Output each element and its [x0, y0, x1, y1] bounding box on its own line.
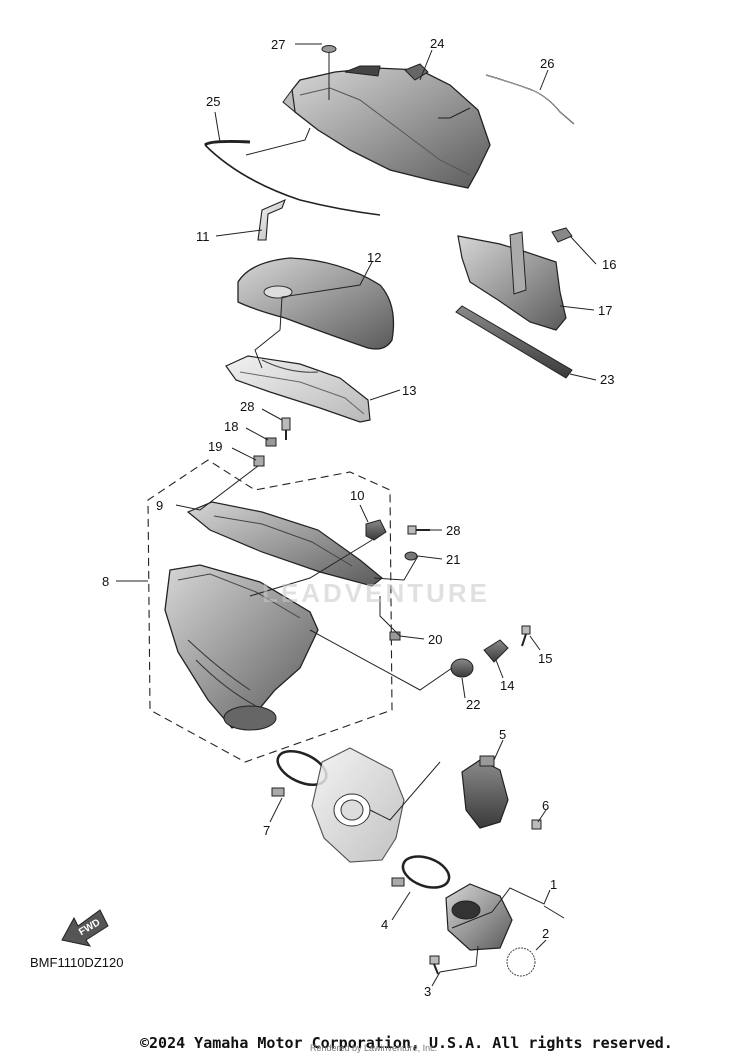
- part-14-sensor: [483, 639, 509, 663]
- callout-8: 8: [102, 574, 109, 589]
- callout-17: 17: [598, 303, 612, 318]
- callout-27: 27: [271, 37, 285, 52]
- part-26-cable: [485, 74, 575, 125]
- part-4-clamp: [391, 855, 451, 889]
- callout-labels: 27 24 26 25 11 12 16 17 23 13 28 18 19 1…: [102, 36, 616, 999]
- callout-28-lower: 28: [446, 523, 460, 538]
- callout-11: 11: [196, 229, 210, 244]
- copyright-notice: ©2024 Yamaha Motor Corporation, U.S.A. A…: [140, 1034, 673, 1052]
- part-9-frame: [186, 501, 383, 587]
- fwd-arrow-icon: FWD: [61, 909, 109, 947]
- callout-20: 20: [428, 632, 442, 647]
- diagram-code: BMF1110DZ120: [30, 955, 124, 970]
- part-5-sensor: [461, 755, 509, 829]
- bolt-28-upper: [281, 417, 291, 440]
- part-19-nut: [253, 455, 265, 467]
- callout-23: 23: [600, 372, 614, 387]
- part-27-grommet: [321, 45, 337, 53]
- part-13-element: [225, 355, 371, 423]
- part-25-hose: [203, 139, 381, 216]
- callout-19: 19: [208, 439, 222, 454]
- part-11-bracket: [257, 198, 286, 241]
- callout-26: 26: [540, 56, 554, 71]
- callout-25: 25: [206, 94, 220, 109]
- part-3-bolt: [429, 955, 440, 975]
- throttle-body: [311, 747, 405, 863]
- callout-14: 14: [500, 678, 514, 693]
- part-22-joint: [450, 658, 474, 678]
- part-2-oring: [506, 947, 536, 977]
- callout-18: 18: [224, 419, 238, 434]
- callout-4: 4: [381, 917, 388, 932]
- callout-1: 1: [550, 877, 557, 892]
- callout-2: 2: [542, 926, 549, 941]
- callout-16: 16: [602, 257, 616, 272]
- callout-7: 7: [263, 823, 270, 838]
- callout-15: 15: [538, 651, 552, 666]
- part-23-strip: [455, 305, 573, 379]
- callout-10: 10: [350, 488, 364, 503]
- part-6-bolt: [531, 819, 542, 830]
- assembly-8-outline: [147, 459, 393, 763]
- rendered-by-note: Rendered by Lawinventure, Inc.: [310, 1043, 438, 1053]
- part-10-sensor: [365, 519, 387, 541]
- part-21-grommet: [404, 551, 418, 561]
- airbox-case: [164, 564, 319, 731]
- part-24-cover: [282, 63, 491, 189]
- callout-12: 12: [367, 250, 381, 265]
- leader-lines: [116, 43, 597, 987]
- callout-9: 9: [156, 498, 163, 513]
- part-15-screw: [521, 625, 531, 647]
- callout-24: 24: [430, 36, 444, 51]
- part-12-cap: [237, 257, 395, 350]
- callout-5: 5: [499, 727, 506, 742]
- callout-22: 22: [466, 697, 480, 712]
- watermark: LEADVENTURE: [262, 578, 491, 608]
- part-20-clamp: [389, 631, 401, 641]
- part-17-plate: [457, 231, 567, 331]
- part-16-clip: [551, 227, 573, 243]
- part-18-collar: [265, 437, 277, 447]
- callout-13: 13: [402, 383, 416, 398]
- callout-6: 6: [542, 798, 549, 813]
- callout-28-upper: 28: [240, 399, 254, 414]
- callout-21: 21: [446, 552, 460, 567]
- callout-3: 3: [424, 984, 431, 999]
